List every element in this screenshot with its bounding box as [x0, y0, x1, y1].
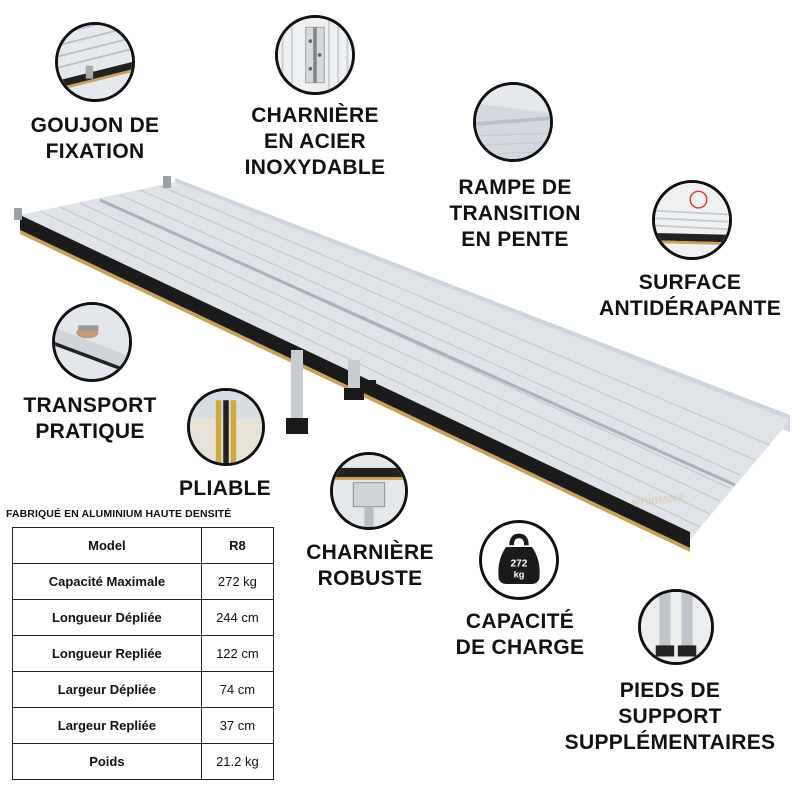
- spec-key: Largeur Dépliée: [12, 671, 202, 708]
- weight-icon-unit: kg: [514, 570, 525, 580]
- spec-key: Longueur Repliée: [12, 635, 202, 672]
- table-row: Largeur Dépliée 74 cm: [12, 671, 275, 708]
- anti-slip-surface-detail-image: [652, 180, 732, 260]
- table-row: Longueur Repliée 122 cm: [12, 635, 275, 672]
- spec-key: Capacité Maximale: [12, 563, 202, 600]
- spec-key: Poids: [12, 743, 202, 780]
- spec-key: Largeur Repliée: [12, 707, 202, 744]
- support-legs-detail-image: [638, 589, 714, 665]
- fixation-pin-detail-image: [55, 22, 135, 102]
- folding-ramp-product-image: WORHAN®: [14, 176, 790, 552]
- weight-icon-value: 272: [511, 558, 528, 569]
- load-capacity-icon: 272 kg: [479, 520, 559, 600]
- spec-caption: FABRIQUÉ EN ALUMINIUM HAUTE DENSITÉ: [6, 508, 232, 520]
- spec-table: Model R8 Capacité Maximale 272 kg Longue…: [12, 527, 275, 780]
- spec-value: 272 kg: [200, 563, 275, 600]
- table-row: Longueur Dépliée 244 cm: [12, 599, 275, 636]
- spec-value: 37 cm: [200, 707, 275, 744]
- spec-value: 21.2 kg: [200, 743, 275, 780]
- table-row: Capacité Maximale 272 kg: [12, 563, 275, 600]
- spec-value: R8: [200, 527, 275, 564]
- heavy-duty-hinge-detail-image: [330, 452, 408, 530]
- spec-value: 74 cm: [200, 671, 275, 708]
- table-row: Largeur Repliée 37 cm: [12, 707, 275, 744]
- foldable-detail-image: [187, 388, 265, 466]
- stainless-hinge-detail-image: [275, 15, 355, 95]
- table-row: Poids 21.2 kg: [12, 743, 275, 780]
- carry-handle-detail-image: [52, 302, 132, 382]
- spec-key: Model: [12, 527, 202, 564]
- table-row: Model R8: [12, 527, 275, 564]
- transition-ramp-detail-image: [473, 82, 553, 162]
- feature-label-pliable: PLIABLE: [179, 477, 271, 500]
- spec-value: 122 cm: [200, 635, 275, 672]
- spec-key: Longueur Dépliée: [12, 599, 202, 636]
- spec-value: 244 cm: [200, 599, 275, 636]
